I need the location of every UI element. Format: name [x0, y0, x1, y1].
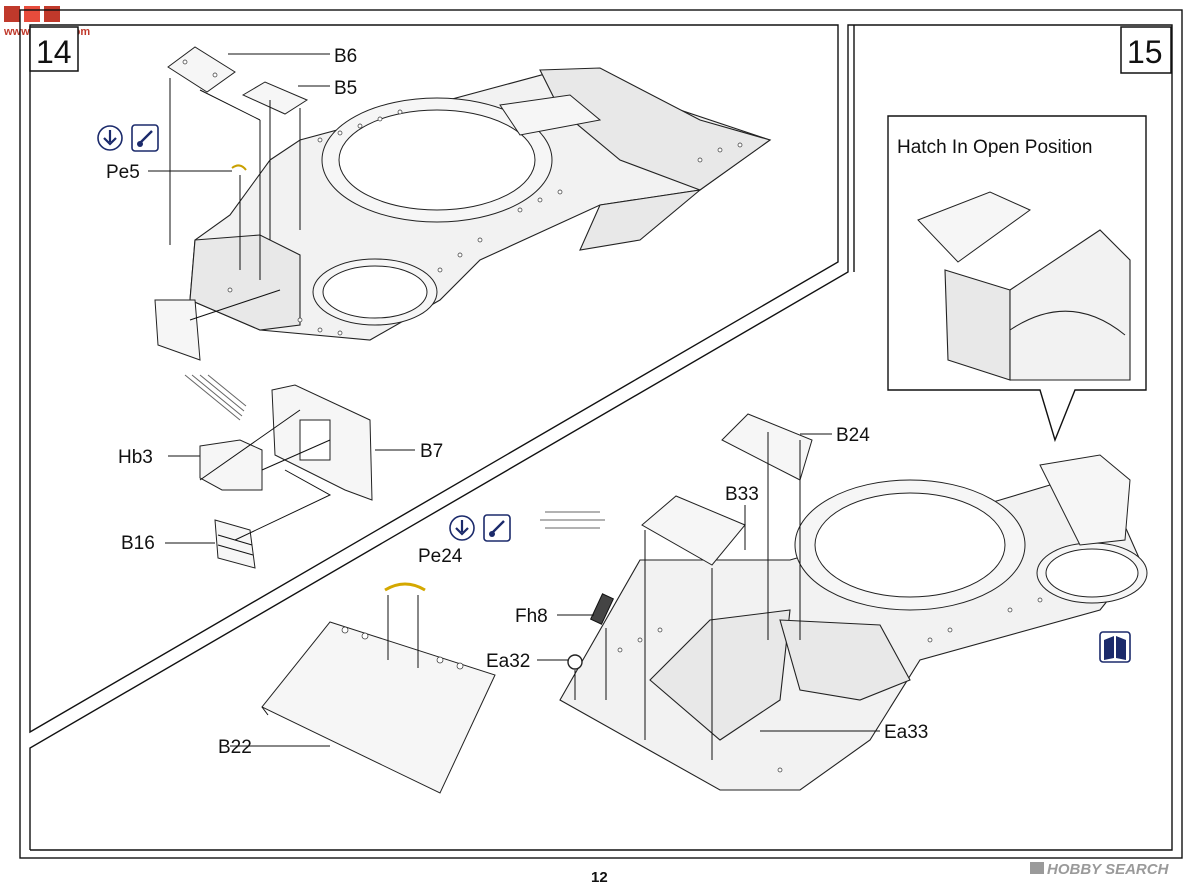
part-b33 — [641, 495, 746, 566]
step14-panel — [29, 24, 839, 734]
part-b7 — [271, 384, 373, 501]
label-b6: B6 — [334, 46, 357, 67]
label-pe24: Pe24 — [418, 546, 463, 567]
label-b22: B22 — [218, 737, 252, 758]
part-b24 — [721, 413, 813, 481]
part-b5 — [241, 81, 309, 115]
glue-down-icon — [97, 125, 123, 151]
brush-glue-icon — [131, 124, 159, 152]
step15-number-box — [1120, 26, 1172, 74]
part-pe24 — [384, 582, 426, 668]
part-hatch-front — [154, 299, 201, 361]
label-b33: B33 — [725, 484, 759, 505]
step15-number: 15 — [1127, 34, 1163, 70]
part-ea32 — [567, 654, 583, 670]
label-fh8: Fh8 — [515, 606, 548, 627]
part-b22 — [261, 621, 496, 794]
page-number: 12 — [591, 869, 608, 886]
watermark-bottom-right: HOBBY SEARCH — [1030, 861, 1170, 878]
label-b5: B5 — [334, 78, 357, 99]
label-ea32: Ea32 — [486, 651, 530, 672]
motion-hatching — [184, 374, 605, 529]
part-pe5 — [231, 164, 247, 171]
step14-leaders — [148, 53, 415, 747]
label-pe5: Pe5 — [106, 162, 140, 183]
label-b24: B24 — [836, 425, 870, 446]
label-hb3: Hb3 — [118, 447, 153, 468]
step14-number-box — [29, 26, 79, 72]
step15-panel — [29, 24, 1173, 851]
step15-leaders — [537, 432, 880, 760]
step14-hull-drawing — [189, 67, 772, 341]
label-b7: B7 — [420, 441, 443, 462]
svg-text:HOBBY SEARCH: HOBBY SEARCH — [1047, 861, 1170, 878]
part-b16 — [214, 519, 256, 569]
inset-callout: Hatch In Open Position — [887, 115, 1147, 443]
label-b16: B16 — [121, 533, 155, 554]
step15-hull-drawing — [559, 454, 1148, 791]
brush-glue-icon — [483, 514, 511, 542]
part-hb3 — [199, 439, 263, 491]
part-fh8 — [589, 593, 615, 625]
arrow-lines — [189, 289, 332, 541]
outer-frame — [19, 9, 1183, 859]
part-b6 — [167, 46, 236, 93]
paint-flag-icon — [1099, 631, 1131, 663]
glue-down-icon — [449, 515, 475, 541]
step14-number: 14 — [36, 34, 72, 70]
inset-caption: Hatch In Open Position — [897, 137, 1092, 158]
label-ea33: Ea33 — [884, 722, 928, 743]
